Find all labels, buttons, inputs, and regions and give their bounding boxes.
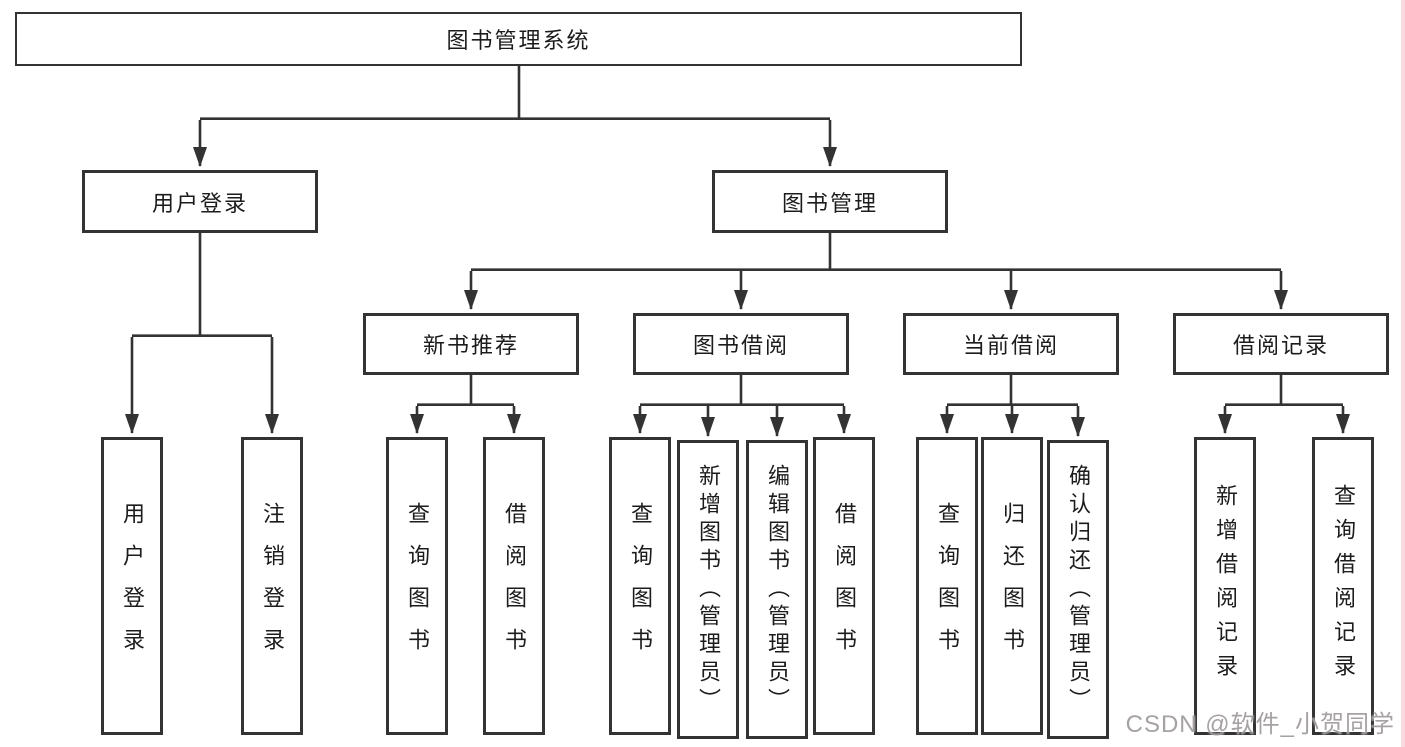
node-leaf-return-books: 归还图书 <box>981 437 1043 735</box>
node-user-login: 用户登录 <box>82 170 318 233</box>
node-current-borrowing-label: 当前借阅 <box>962 333 1059 358</box>
csdn-watermark: CSDN @软件_小贺同学 <box>1125 711 1395 738</box>
node-root-label: 图书管理系统 <box>446 28 591 53</box>
node-book-borrowing: 图书借阅 <box>633 313 849 375</box>
node-leaf-query-borrow-record-label: 查询借阅记录 <box>1331 484 1356 688</box>
node-leaf-user-login: 用户登录 <box>101 437 163 735</box>
node-leaf-query-books-1: 查询图书 <box>386 437 448 735</box>
node-leaf-add-borrow-record-label: 新增借阅记录 <box>1213 484 1238 688</box>
node-borrowing-records-label: 借阅记录 <box>1232 333 1329 358</box>
node-leaf-logout: 注销登录 <box>241 437 303 735</box>
node-book-management-label: 图书管理 <box>781 190 878 216</box>
node-borrowing-records: 借阅记录 <box>1173 313 1389 375</box>
node-leaf-edit-books-admin: 编辑图书（管理员） <box>746 440 808 739</box>
node-leaf-borrow-books-1: 借阅图书 <box>483 437 545 735</box>
node-leaf-query-books-3: 查询图书 <box>916 437 978 735</box>
node-leaf-query-borrow-record: 查询借阅记录 <box>1312 437 1374 735</box>
node-current-borrowing: 当前借阅 <box>903 313 1119 375</box>
node-leaf-edit-books-admin-label: 编辑图书（管理员） <box>765 463 790 716</box>
node-leaf-add-borrow-record: 新增借阅记录 <box>1194 437 1256 735</box>
node-leaf-query-books-2: 查询图书 <box>609 437 671 735</box>
node-leaf-confirm-return-admin-label: 确认归还（管理员） <box>1066 463 1091 716</box>
node-user-login-label: 用户登录 <box>151 190 248 216</box>
node-leaf-return-books-label: 归还图书 <box>1000 502 1025 670</box>
node-leaf-confirm-return-admin: 确认归还（管理员） <box>1047 440 1109 739</box>
node-leaf-query-books-3-label: 查询图书 <box>935 502 960 670</box>
node-leaf-add-books-admin-label: 新增图书（管理员） <box>696 463 721 716</box>
node-leaf-borrow-books-2-label: 借阅图书 <box>832 502 857 670</box>
node-leaf-logout-label: 注销登录 <box>260 502 285 670</box>
node-leaf-user-login-label: 用户登录 <box>120 502 145 670</box>
node-leaf-query-books-2-label: 查询图书 <box>628 502 653 670</box>
node-book-management: 图书管理 <box>712 170 948 233</box>
node-leaf-add-books-admin: 新增图书（管理员） <box>677 440 739 739</box>
node-book-borrowing-label: 图书借阅 <box>692 333 789 358</box>
node-root-system: 图书管理系统 <box>15 12 1022 66</box>
node-new-book-recommend: 新书推荐 <box>363 313 579 375</box>
node-leaf-borrow-books-2: 借阅图书 <box>813 437 875 735</box>
node-leaf-query-books-1-label: 查询图书 <box>405 502 430 670</box>
node-new-book-recommend-label: 新书推荐 <box>422 333 519 358</box>
node-leaf-borrow-books-1-label: 借阅图书 <box>502 502 527 670</box>
page-edge-strip <box>1401 0 1405 747</box>
